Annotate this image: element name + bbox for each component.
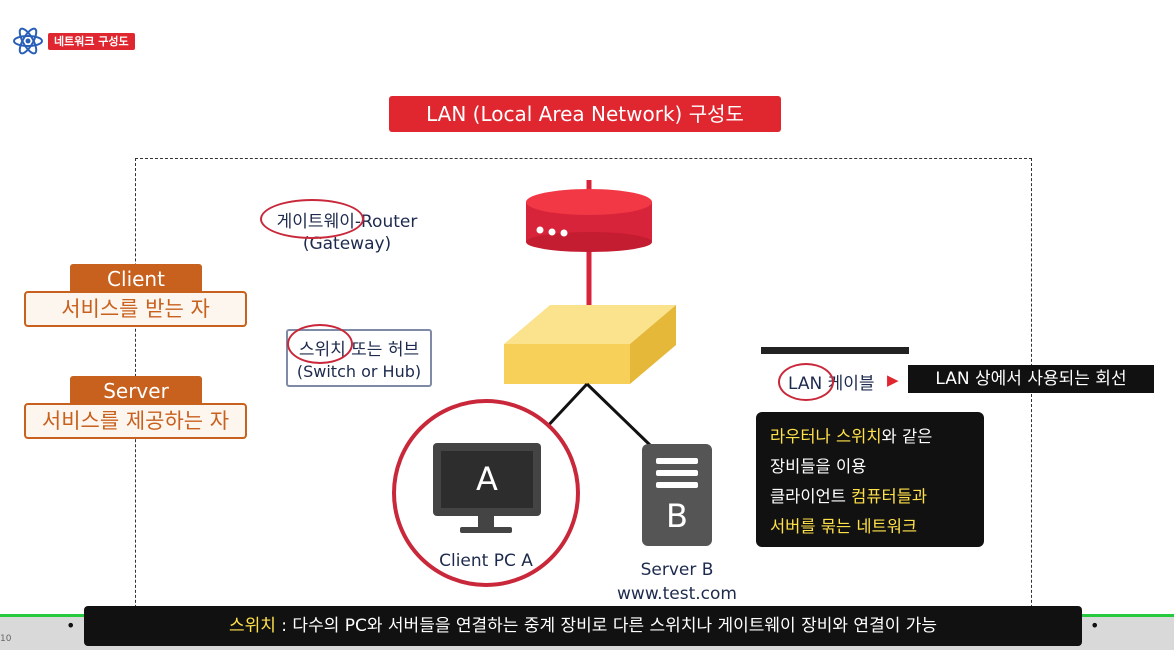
page-title: LAN (Local Area Network) 구성도 xyxy=(389,96,781,132)
switch-icon xyxy=(504,305,676,384)
gateway-sub: (Gateway) xyxy=(302,234,392,254)
info-line2: 장비들을 이용 xyxy=(770,457,867,476)
server-domain: www.test.com xyxy=(617,584,737,604)
switch-name-rest: 또는 허브 xyxy=(345,340,420,360)
timecode: 10 xyxy=(0,634,12,644)
info-line3-white: 클라이언트 xyxy=(770,487,852,506)
arrow-right-icon: ▶ xyxy=(887,371,899,389)
bullet-left: • xyxy=(66,616,76,635)
bullet-right: • xyxy=(1090,616,1100,635)
gateway-name-en: -Router xyxy=(354,212,418,232)
client-desc: 서비스를 받는 자 xyxy=(24,291,247,327)
lan-cable-description: LAN 상에서 사용되는 회선 xyxy=(908,365,1154,393)
server-title: Server xyxy=(70,376,202,406)
server-label: Server B xyxy=(640,560,714,580)
switch-sub: (Switch or Hub) xyxy=(296,362,422,381)
server-letter: B xyxy=(666,497,688,535)
client-pc-label: Client PC A xyxy=(439,551,533,571)
switch-label-box xyxy=(286,329,432,387)
info-box: 라우터나 스위치와 같은 장비들을 이용 클라이언트 컴퓨터들과 서버를 묶는 … xyxy=(756,412,984,547)
client-title: Client xyxy=(70,264,202,294)
caption-text: : 다수의 PC와 서버들을 연결하는 중계 장비로 다른 스위치나 게이트웨이… xyxy=(275,616,938,636)
caption-box: 스위치 : 다수의 PC와 서버들을 연결하는 중계 장비로 다른 스위치나 게… xyxy=(84,606,1082,646)
info-line1-yellow: 라우터나 스위치 xyxy=(770,427,882,446)
monitor-icon xyxy=(433,443,541,533)
network-diagram xyxy=(392,180,712,587)
atom-icon xyxy=(13,27,43,55)
server-icon xyxy=(642,444,712,546)
server-desc: 서비스를 제공하는 자 xyxy=(24,403,247,439)
info-line4-yellow: 서버를 묶는 네트워크 xyxy=(770,517,918,536)
lan-highlight-oval xyxy=(778,363,834,401)
router-icon xyxy=(526,189,652,252)
info-line1-white: 와 같은 xyxy=(881,427,933,446)
lan-cable-rest: 케이블 xyxy=(822,374,875,394)
lan-cable-line xyxy=(761,347,909,354)
header-badge: 네트워크 구성도 xyxy=(48,33,135,50)
caption-highlight: 스위치 xyxy=(228,616,276,636)
gateway-highlight-oval xyxy=(260,199,364,239)
client-letter: A xyxy=(476,460,498,498)
switch-highlight-oval xyxy=(287,324,353,364)
info-line3-yellow: 컴퓨터들과 xyxy=(851,487,928,506)
